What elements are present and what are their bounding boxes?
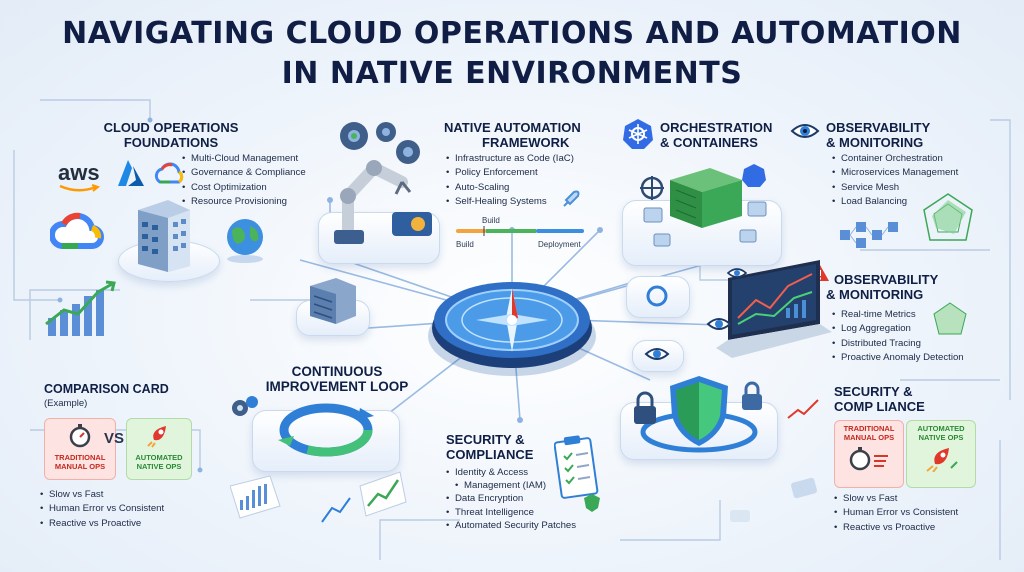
automated-label-line2: NATIVE OPS <box>918 433 964 442</box>
list-item: Distributed Tracing <box>832 337 964 351</box>
framework-list: Infrastructure as Code (IaC) Policy Enfo… <box>446 152 574 210</box>
list-item: Microservices Management <box>832 166 958 180</box>
page-title-line1: NAVIGATING CLOUD OPERATIONS AND AUTOMATI… <box>62 16 962 51</box>
growth-bar-chart-icon <box>45 280 116 336</box>
observability-top-title: OBSERVABILITY& MONITORING <box>826 120 931 150</box>
pipeline-label-deployment: Deployment <box>538 240 581 249</box>
rocket-launch-icon <box>926 448 958 473</box>
azure-logo-icon <box>118 160 144 186</box>
metric-tile <box>626 276 690 318</box>
list-item: Cost Optimization <box>182 181 306 195</box>
comparison-right-title: SECURITY &COMP LIANCE <box>834 384 925 414</box>
comparison-left-subtitle: (Example) <box>44 398 88 409</box>
eye-icon <box>790 124 820 138</box>
automated-label-line2: NATIVE OPS <box>136 462 182 471</box>
list-item: Slow vs Fast <box>834 492 958 506</box>
observability-mid-title: OBSERVABILITY& MONITORING <box>826 272 939 302</box>
central-compass-hub-icon <box>428 282 596 376</box>
aws-logo: aws <box>58 160 100 185</box>
list-item: Real-time Metrics <box>832 308 964 322</box>
list-item: Auto-Scaling <box>446 181 574 195</box>
observability-top-list: Container Orchestration Microservices Ma… <box>832 152 958 210</box>
stopwatch-speed-icon <box>849 447 888 471</box>
observability-mid-list: Real-time Metrics Log Aggregation Distri… <box>832 308 964 366</box>
list-item: Load Balancing <box>832 195 958 209</box>
automated-label-line1: AUTOMATED <box>135 453 183 462</box>
comparison-left-traditional-card: TRADITIONAL MANUAL OPS <box>44 418 116 480</box>
cycle-tile-icon <box>646 285 668 307</box>
eye-tiny-icon <box>726 268 748 278</box>
rocket-launch-icon <box>147 426 166 448</box>
google-cloud-icon <box>50 212 104 249</box>
monitoring-laptop-icon <box>716 260 832 358</box>
globe-icon <box>227 219 263 263</box>
list-item: Slow vs Fast <box>40 488 164 502</box>
container-stack-icon <box>640 164 767 247</box>
security-center-list: Identity & Access Management (IAM) Data … <box>446 466 576 532</box>
list-item: Management (IAM) <box>446 479 576 492</box>
security-center-title: SECURITY &COMPLIANCE <box>446 432 534 462</box>
list-item: Threat Intelligence <box>446 506 576 519</box>
pipeline-label-build: Build <box>456 240 474 249</box>
server-rack-icon <box>310 278 356 324</box>
card-mini2-icon <box>730 510 750 522</box>
stopwatch-icon <box>69 424 91 448</box>
list-item: Infrastructure as Code (IaC) <box>446 152 574 166</box>
list-item: Resource Provisioning <box>182 195 306 209</box>
trend-mini-icon <box>787 399 819 419</box>
list-item: Human Error vs Consistent <box>834 506 958 520</box>
network-cubes-icon <box>840 222 898 248</box>
comparison-left-automated-card: AUTOMATED NATIVE OPS <box>126 418 192 480</box>
analytics-charts-icon <box>230 471 407 523</box>
comparison-right-automated-card: AUTOMATED NATIVE OPS <box>906 420 976 488</box>
card-mini-icon <box>791 477 817 499</box>
rocket-icon <box>563 190 580 207</box>
traditional-label-line1: TRADITIONAL <box>54 453 106 462</box>
list-item: Governance & Compliance <box>182 166 306 180</box>
automated-label-line1: AUTOMATED <box>917 424 965 433</box>
comparison-left-list: Slow vs Fast Human Error vs Consistent R… <box>40 488 164 531</box>
radar-chart-icon <box>923 193 973 241</box>
gears-small-icon <box>232 396 258 416</box>
list-item: Container Orchestration <box>832 152 958 166</box>
pipeline-label-build-top: Build <box>482 216 500 225</box>
traditional-label-line1: TRADITIONAL <box>843 424 895 433</box>
comparison-right-list: Slow vs Fast Human Error vs Consistent R… <box>834 492 958 535</box>
comparison-left-title: COMPARISON CARD <box>44 382 169 396</box>
eye-tile-icon <box>644 348 670 360</box>
data-center-building-icon <box>138 200 190 272</box>
page-title-line2: IN NATIVE ENVIRONMENTS <box>281 56 743 91</box>
list-item: Reactive vs Proactive <box>834 521 958 535</box>
comparison-left-vs: VS <box>104 430 125 447</box>
gcp-logo-icon <box>154 162 184 184</box>
radar-mini-icon <box>933 302 967 335</box>
list-item: Automated Security Patches <box>446 519 576 532</box>
list-item: Service Mesh <box>832 181 958 195</box>
list-item: Self-Healing Systems <box>446 195 574 209</box>
traditional-label-line2: MANUAL OPS <box>843 433 895 442</box>
comparison-right-traditional-card: TRADITIONAL MANUAL OPS <box>834 420 904 488</box>
orchestration-title: ORCHESTRATION& CONTAINERS <box>660 120 773 150</box>
list-item: Log Aggregation <box>832 322 964 336</box>
eye-small-icon <box>706 318 732 330</box>
pipeline-progress-bar <box>456 226 584 236</box>
list-item: Human Error vs Consistent <box>40 502 164 516</box>
list-item: Reactive vs Proactive <box>40 517 164 531</box>
foundations-list: Multi-Cloud Management Governance & Comp… <box>182 152 306 210</box>
list-item: Proactive Anomaly Detection <box>832 351 964 365</box>
list-item: Multi-Cloud Management <box>182 152 306 166</box>
list-item: Data Encryption <box>446 492 576 505</box>
checklist-clipboard-icon <box>554 435 600 512</box>
kubernetes-logo-icon <box>623 119 653 149</box>
list-item: Policy Enforcement <box>446 166 574 180</box>
security-shield-icon <box>634 376 762 453</box>
traditional-label-line2: MANUAL OPS <box>54 462 106 471</box>
robot-arm-gears-icon <box>334 122 432 244</box>
list-item: Identity & Access <box>446 466 576 479</box>
refresh-loop-icon <box>278 403 374 457</box>
aws-smile-icon <box>59 184 101 192</box>
